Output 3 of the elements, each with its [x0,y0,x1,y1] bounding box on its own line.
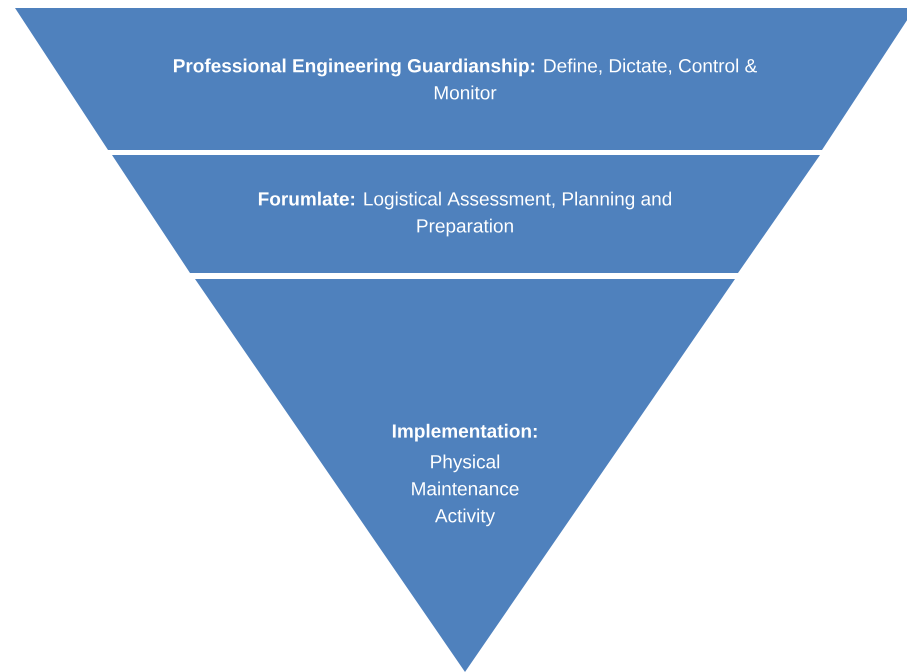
pyramid-band: Implementation: Physical Maintenance Activity [195,279,735,672]
pyramid-band: Forumlate: Logistical Assessment, Planning and Preparation [112,155,820,273]
pyramid-band: Professional Engineering Guardianship: Define, Dictate, Control & Monitor [15,8,907,150]
